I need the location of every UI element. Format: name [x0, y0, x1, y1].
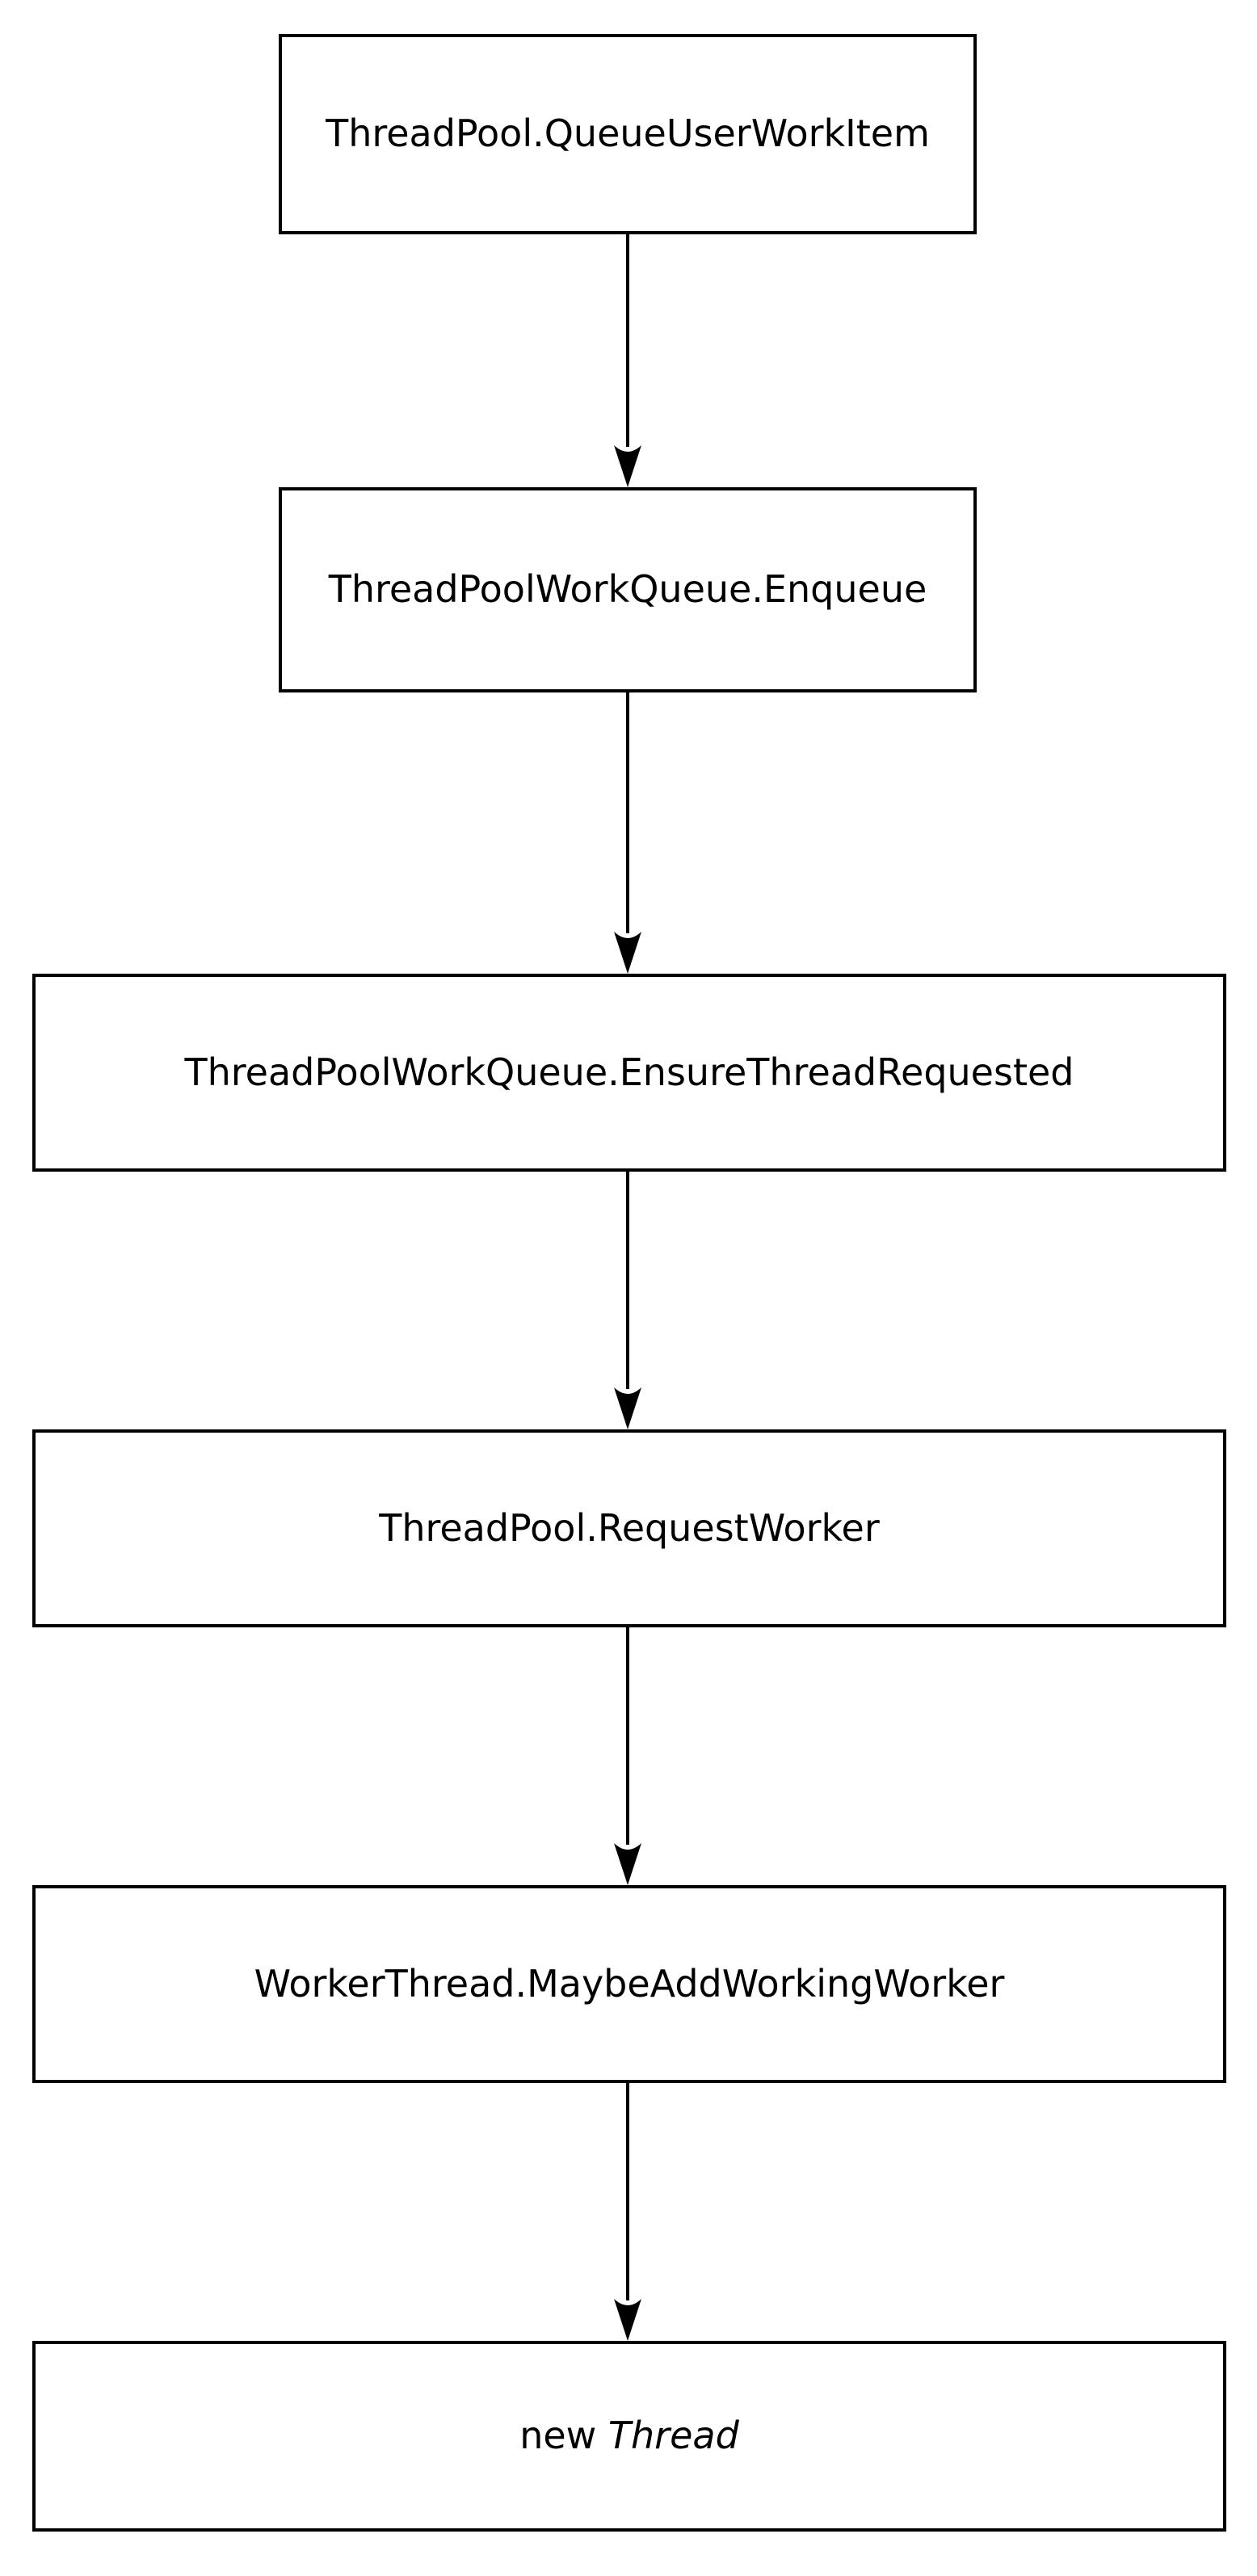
node-maybe-add-working-worker: WorkerThread.MaybeAddWorkingWorker	[32, 1885, 1226, 2083]
node-enqueue: ThreadPoolWorkQueue.Enqueue	[279, 487, 977, 692]
node-label-prefix: new	[519, 2414, 608, 2458]
node-label: ThreadPoolWorkQueue.Enqueue	[328, 567, 927, 612]
node-label: ThreadPool.RequestWorker	[379, 1505, 880, 1550]
node-queue-user-work-item: ThreadPool.QueueUserWorkItem	[279, 34, 977, 234]
node-label: WorkerThread.MaybeAddWorkingWorker	[254, 1961, 1005, 2006]
node-label: ThreadPoolWorkQueue.EnsureThreadRequeste…	[184, 1050, 1074, 1094]
node-label: new Thread	[519, 2414, 739, 2458]
node-label-italic: Thread	[607, 2414, 739, 2458]
arrow-down-icon	[614, 1172, 641, 1429]
node-new-thread: new Thread	[32, 2341, 1226, 2532]
node-label: ThreadPool.QueueUserWorkItem	[326, 112, 930, 156]
arrow-down-icon	[614, 234, 641, 487]
arrow-down-icon	[614, 692, 641, 974]
node-request-worker: ThreadPool.RequestWorker	[32, 1429, 1226, 1627]
arrow-down-icon	[614, 1627, 641, 1885]
node-ensure-thread-requested: ThreadPoolWorkQueue.EnsureThreadRequeste…	[32, 974, 1226, 1172]
arrow-down-icon	[614, 2082, 641, 2341]
